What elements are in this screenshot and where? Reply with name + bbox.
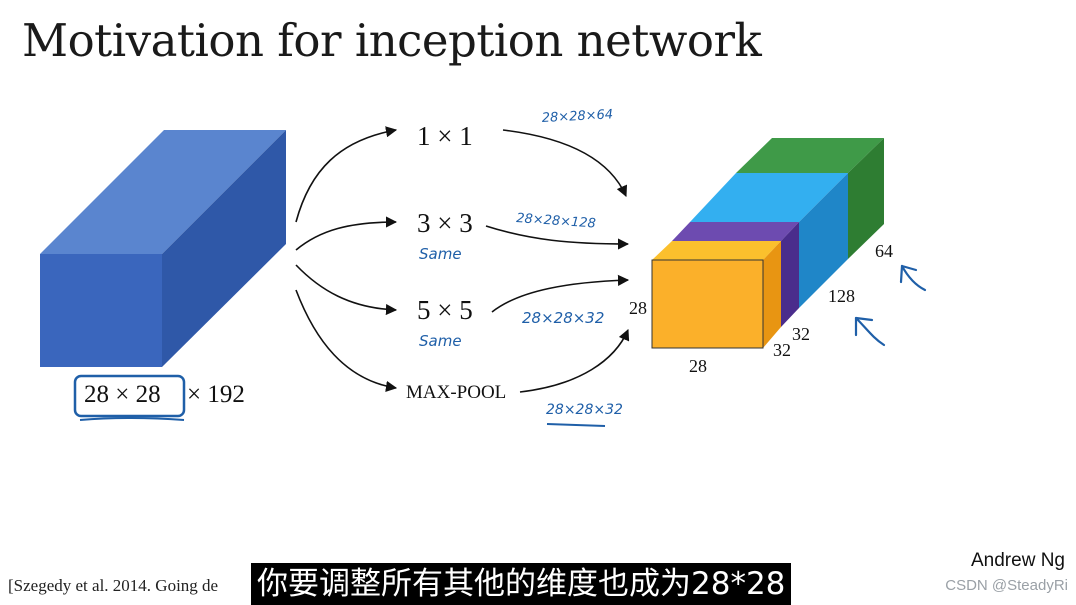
input-volume: [40, 130, 286, 367]
fanout-arrows: [295, 126, 398, 392]
output-volume: [651, 138, 884, 349]
branch-maxpool-label: MAX-POOL: [406, 382, 506, 403]
branch-5x5-label: 5 × 5: [417, 295, 473, 325]
arrow-to-1x1: [295, 126, 398, 223]
branch-1x1-output-note: 28×28×64: [541, 107, 613, 126]
branch-3x3-label: 3 × 3: [417, 208, 473, 238]
output-depth-128-label: 128: [828, 286, 855, 306]
slide-title: Motivation for inception network: [22, 14, 762, 67]
branch-maxpool-output-note: 28×28×32: [546, 402, 623, 418]
arrow-from-maxpool: [519, 328, 630, 393]
branch-3x3-padding-note: Same: [419, 245, 462, 263]
output-width-label: 28: [689, 356, 707, 376]
input-dims-boxed: 28 × 28: [84, 381, 161, 408]
converge-arrows: [485, 129, 630, 393]
branch-5x5-output-note: 28×28×32: [522, 309, 604, 327]
arrow-from-3x3: [485, 225, 630, 250]
branch-1x1-label: 1 × 1: [417, 121, 473, 151]
output-height-label: 28: [629, 298, 647, 318]
output-depth-32a-label: 32: [792, 324, 810, 344]
pointer-arrow-128: [854, 316, 886, 347]
input-dims-rest: × 192: [187, 381, 245, 408]
arrow-from-1x1: [502, 129, 628, 198]
arrow-to-5x5: [295, 264, 398, 316]
maxpool-note-underline: [546, 423, 606, 427]
handwritten-pointer-arrows: [854, 264, 927, 347]
arrow-from-5x5: [491, 274, 630, 313]
branch-3x3-output-note: 28×28×128: [516, 211, 597, 232]
output-block-5x5: [672, 222, 799, 327]
pointer-arrowhead-64: [899, 264, 918, 284]
watermark: CSDN @SteadyRi: [945, 577, 1068, 594]
pointer-arrowhead-128: [854, 316, 874, 337]
video-subtitle: 你要调整所有其他的维度也成为28*28: [251, 563, 792, 605]
pointer-arrow-64: [900, 264, 927, 292]
input-dims-label: 28 × 28 × 192: [73, 374, 245, 421]
input-dims-underline: [79, 417, 185, 421]
output-depth-32b-label: 32: [773, 340, 791, 360]
output-block-1x1: [736, 138, 884, 259]
citation: [Szegedy et al. 2014. Going de: [8, 576, 219, 595]
output-block-maxpool: [651, 241, 781, 349]
output-depth-64-label: 64: [875, 241, 893, 261]
arrow-to-maxpool: [295, 289, 398, 392]
output-block-3x3: [690, 173, 848, 308]
input-dims-annotation-box: [73, 374, 186, 418]
arrow-to-3x3: [295, 216, 398, 251]
author-name: Andrew Ng: [971, 550, 1065, 571]
branch-5x5-padding-note: Same: [419, 332, 462, 350]
